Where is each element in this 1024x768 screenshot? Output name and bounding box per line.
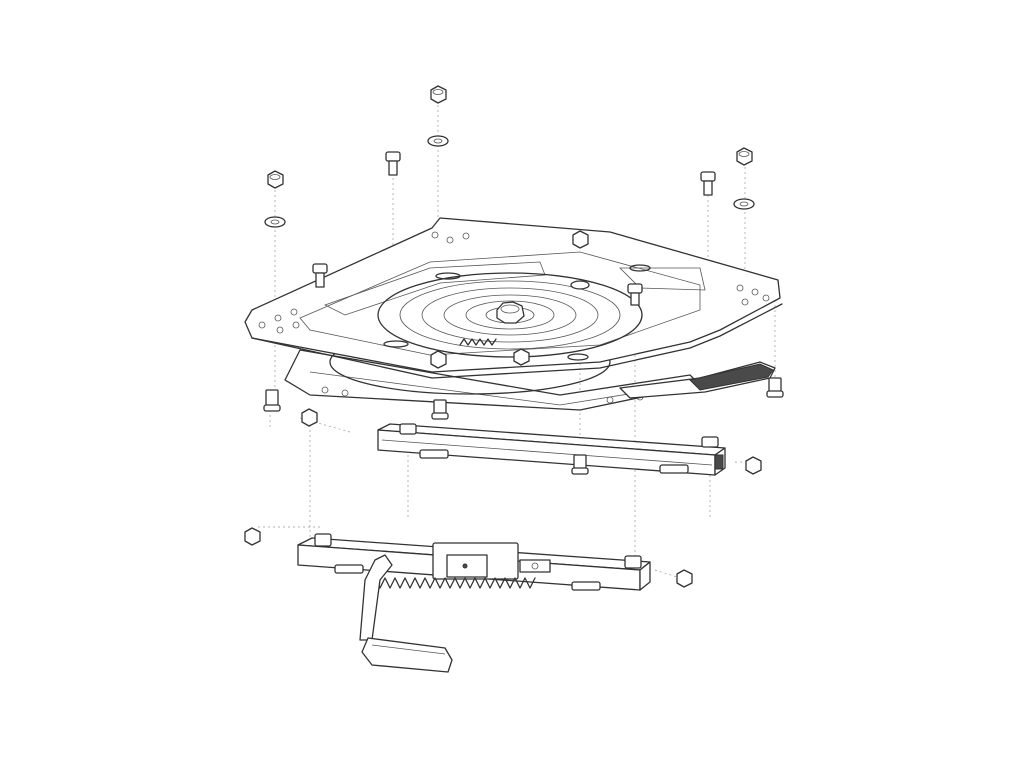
lever-icon — [619, 361, 776, 399]
washer-icon — [427, 135, 449, 147]
hex-nut-icon — [513, 348, 530, 366]
bolt-icon — [700, 171, 716, 196]
bolt-icon — [263, 389, 281, 412]
hex-nut-icon — [430, 350, 447, 369]
bolt-icon — [312, 263, 328, 288]
bolt-icon — [766, 377, 784, 398]
rail-icon — [377, 423, 726, 476]
spring-icon — [459, 338, 497, 346]
washer-icon — [733, 198, 755, 210]
washer-icon — [264, 216, 286, 228]
rail-icon — [297, 533, 651, 591]
bolt-icon — [431, 399, 449, 420]
hex-nut-icon — [430, 85, 447, 104]
bolt-icon — [571, 454, 589, 475]
hex-nut-icon — [676, 569, 693, 588]
washer-icon — [570, 280, 590, 290]
hex-nut-icon — [244, 527, 261, 546]
bolt-icon — [385, 151, 401, 176]
hex-nut-icon — [745, 456, 762, 475]
handle-icon — [359, 554, 453, 673]
bolt-icon — [627, 283, 643, 306]
square-plate-icon — [244, 217, 783, 379]
hex-nut-icon — [267, 170, 284, 189]
hex-nut-icon — [572, 230, 589, 249]
hex-nut-icon — [736, 147, 753, 166]
hex-nut-icon — [301, 408, 318, 427]
